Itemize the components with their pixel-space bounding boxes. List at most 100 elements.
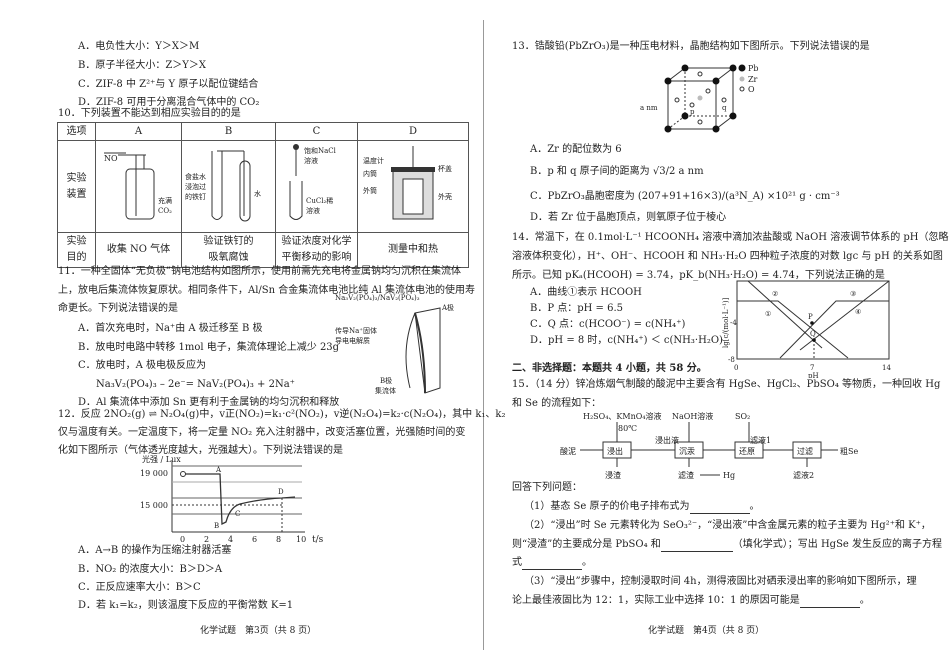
test-tube-figure: 饱和NaCl 溶液 CuCl₂稀 溶液 <box>289 144 337 220</box>
q12-stem-2: 仅与温度有关。一定温度下，将一定量 NO₂ 充入注射器中，改变活塞位置，光强随时… <box>58 427 466 438</box>
q11-stem-3: 命更长。下列说法错误的是 <box>58 303 178 314</box>
svg-text:粗Se: 粗Se <box>840 446 858 456</box>
y-axis-label: 光强 / Lux <box>142 454 181 464</box>
svg-text:C: C <box>235 510 240 518</box>
answer-blank[interactable] <box>689 503 750 514</box>
q15-stem-1: 15．（14 分）锌冶炼烟气制酸的酸泥中主要含有 HgSe、HgCl₂、PbSO… <box>512 379 941 390</box>
answer-blank[interactable] <box>522 559 582 570</box>
svg-text:传导Na⁺固体: 传导Na⁺固体 <box>335 326 377 335</box>
svg-text:6: 6 <box>252 535 257 544</box>
header-option: 选项 <box>57 122 96 141</box>
svg-text:19 000: 19 000 <box>140 469 168 478</box>
q10-table: 选项 A B C D 实验装置 NO 充满 CO₂ <box>57 122 469 268</box>
header-c: C <box>275 122 358 141</box>
answer-blank[interactable] <box>799 597 860 608</box>
q12-stem-1: 12．反应 2NO₂(g) ⇌ N₂O₄(g)中，v正(NO₂)=k₁·c²(N… <box>58 409 506 420</box>
purpose-b: 验证铁钉的吸氧腐蚀 <box>181 232 276 268</box>
header-d: D <box>357 122 469 141</box>
svg-text:4: 4 <box>228 535 233 544</box>
apparatus-d: 温度计 内筒 外筒 杯盖 外壳 <box>357 140 469 233</box>
svg-text:Pb: Pb <box>748 64 759 73</box>
svg-text:H₂SO₄、KMnO₄溶液: H₂SO₄、KMnO₄溶液 <box>583 411 662 421</box>
svg-text:沉汞: 沉汞 <box>679 447 695 456</box>
svg-text:-8: -8 <box>728 356 735 364</box>
svg-text:14: 14 <box>882 364 891 372</box>
q12-option-a: A．A→B 的操作为压缩注射器活塞 <box>78 545 232 556</box>
svg-text:Zr: Zr <box>748 75 758 84</box>
apparatus-b: 食盐水 浸泡过 的铁钉 水 <box>181 140 276 233</box>
q13-stem: 13．锆酸铅(PbZrO₃)是一种压电材料，晶胞结构如下图所示。下列说法错误的是 <box>512 41 870 52</box>
section-2-heading: 二、非选择题：本题共 4 小题，共 58 分。 <box>512 363 707 374</box>
svg-text:80℃: 80℃ <box>618 424 637 433</box>
svg-text:2: 2 <box>204 535 209 544</box>
svg-text:p: p <box>690 108 695 116</box>
q14-option-a: A．曲线①表示 HCOOH <box>530 287 642 298</box>
answer-blank[interactable] <box>660 541 733 552</box>
q15-part2-line1: （2）“浸出”时 Se 元素转化为 SeO₃²⁻，“浸出液”中含金属元素的粒子主… <box>524 520 931 531</box>
purpose-c: 验证浓度对化学平衡移动的影响 <box>275 232 358 268</box>
q15-part3-line2: 论上最佳液固比为 12：1，实际工业中选择 10：1 的原因可能是。 <box>512 595 870 608</box>
calorimeter-figure: 温度计 内筒 外筒 杯盖 外壳 <box>363 146 452 220</box>
svg-text:过滤: 过滤 <box>797 446 813 456</box>
q12-stem-3: 化如下图所示（气体透光度越大，光强越大）。下列说法错误的是 <box>58 445 343 456</box>
svg-text:pH: pH <box>808 372 819 378</box>
svg-text:Hg: Hg <box>723 471 735 480</box>
column-divider <box>483 20 484 650</box>
row-label-apparatus: 实验装置 <box>57 140 96 233</box>
svg-text:a nm: a nm <box>640 104 658 112</box>
page-footer-left: 化学试题 第3页（共 8 页） <box>200 626 317 636</box>
svg-text:集流体: 集流体 <box>375 386 396 395</box>
q14-stem-3: 所示。已知 pKₐ(HCOOH) = 3.74，pK_b(NH₃·H₂O) = … <box>512 270 885 281</box>
q10-stem: 10．下列装置不能达到相应实验目的的是 <box>58 108 241 119</box>
q11-option-c: C．放电时，A 极电极反应为 <box>78 360 207 371</box>
process-flow-figure: H₂SO₄、KMnO₄溶液 80℃ NaOH溶液 SO₂ 酸泥 浸出 浸出液 沉… <box>560 411 858 480</box>
q12-option-b: B．NO₂ 的浓度大小：B＞D＞A <box>78 564 223 575</box>
crystal-cell-figure: a nm p q Pb Zr O <box>640 64 759 133</box>
svg-text:D: D <box>278 488 284 496</box>
q14-option-b: B．P 点：pH = 6.5 <box>530 303 624 314</box>
svg-text:酸泥: 酸泥 <box>560 446 576 456</box>
battery-figure: Na₃V₂(PO₄)₃/NaV₂(PO₄)₃ A极 传导Na⁺固体 导电电解质 … <box>335 294 454 395</box>
svg-text:0: 0 <box>180 535 185 544</box>
svg-text:lg[c/(mol·L⁻¹)]: lg[c/(mol·L⁻¹)] <box>722 297 730 348</box>
light-intensity-figure: 光强 / Lux 19 000 15 000 A B C D 0 2 4 6 8… <box>140 454 324 544</box>
svg-text:P: P <box>808 313 813 321</box>
svg-text:0: 0 <box>734 364 738 372</box>
svg-text:还原: 还原 <box>739 446 755 456</box>
lgc-ph-figure: lg[c/(mol·L⁻¹)] -4 -8 0 7 14 pH P Q ① ② … <box>722 280 891 378</box>
svg-text:①: ① <box>765 310 771 318</box>
answer-intro: 回答下列问题： <box>512 482 582 493</box>
svg-text:A: A <box>215 466 222 474</box>
svg-text:饱和NaCl: 饱和NaCl <box>304 146 337 155</box>
header-b: B <box>181 122 276 141</box>
q9-option-c: C．ZIF-8 中 Z²⁺与 Y 原子以配位键结合 <box>78 79 259 90</box>
svg-text:15 000: 15 000 <box>140 501 168 510</box>
svg-text:10: 10 <box>296 535 306 544</box>
x-axis-label: t/s <box>312 535 324 544</box>
svg-text:温度计: 温度计 <box>363 156 384 165</box>
q13-option-c: C．PbZrO₃晶胞密度为 (207+91+16×3)/(a³N_A) ×10²… <box>530 191 840 202</box>
q9-option-d: D．ZIF-8 可用于分离混合气体中的 CO₂ <box>78 97 260 108</box>
header-a: A <box>95 122 182 141</box>
svg-text:滤液2: 滤液2 <box>793 470 814 480</box>
q13-option-b: B．p 和 q 原子间的距离为 √3/2 a nm <box>530 166 704 177</box>
q15-part2-line3: 式。 <box>512 557 592 570</box>
gas-bottle-figure: NO 充满 CO₂ <box>104 152 172 220</box>
svg-text:杯盖: 杯盖 <box>438 164 452 173</box>
svg-text:Na₃V₂(PO₄)₃/NaV₂(PO₄)₃: Na₃V₂(PO₄)₃/NaV₂(PO₄)₃ <box>335 294 420 302</box>
svg-text:的铁钉: 的铁钉 <box>185 192 206 201</box>
svg-text:外壳: 外壳 <box>438 192 452 201</box>
svg-text:NaOH溶液: NaOH溶液 <box>672 411 713 421</box>
svg-text:A极: A极 <box>441 303 454 312</box>
svg-text:水: 水 <box>254 189 261 198</box>
svg-text:浸渣: 浸渣 <box>605 470 621 480</box>
apparatus-c: 饱和NaCl 溶液 CuCl₂稀 溶液 <box>275 140 358 233</box>
svg-text:溶液: 溶液 <box>304 156 318 165</box>
q13-option-a: A．Zr 的配位数为 6 <box>530 144 622 155</box>
q9-option-b: B．原子半径大小：Z＞Y＞X <box>78 60 207 71</box>
q11-option-d: D．Al 集流体中添加 Sn 更有利于金属钠的均匀沉积和释放 <box>78 397 340 408</box>
svg-text:CuCl₂稀: CuCl₂稀 <box>306 196 333 205</box>
svg-text:②: ② <box>772 290 778 298</box>
svg-text:-4: -4 <box>730 319 737 327</box>
